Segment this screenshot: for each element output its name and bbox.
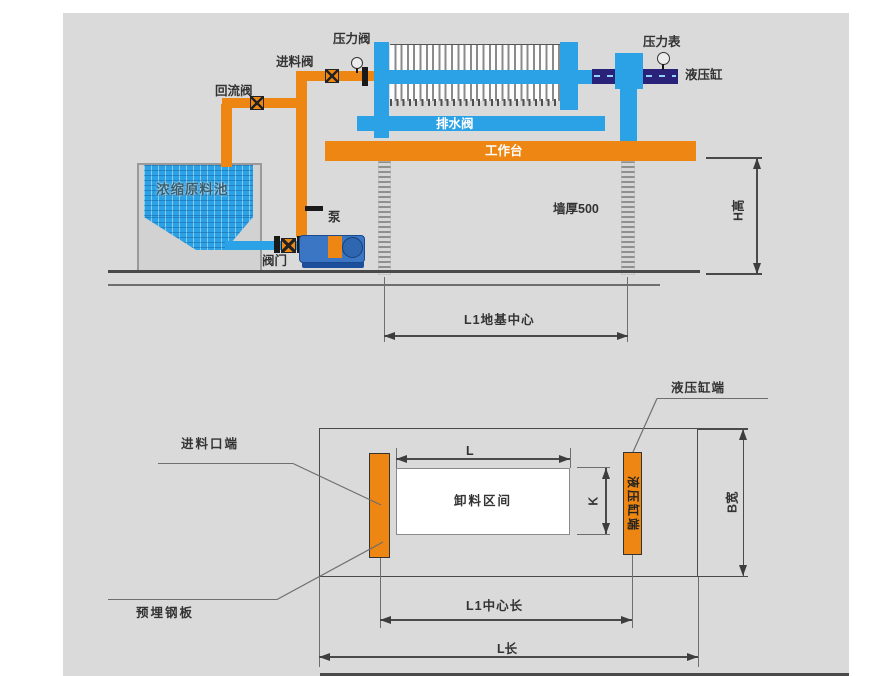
total-len-arrow-right bbox=[687, 653, 698, 661]
return-valve-label: 回流阀 bbox=[215, 84, 253, 98]
plan-top-extension bbox=[698, 428, 748, 430]
embedded-plate-leader bbox=[108, 599, 277, 601]
cylinder-support-block bbox=[615, 53, 643, 89]
ground-line bbox=[108, 270, 700, 273]
foundation-ext-right bbox=[627, 277, 628, 342]
pressure-gauge-stem bbox=[662, 64, 664, 70]
pillar-left bbox=[378, 161, 391, 275]
foundation-center-label: L1地基中心 bbox=[464, 313, 535, 327]
filter-plate-feet bbox=[390, 99, 560, 106]
foundation-ext-left bbox=[384, 277, 385, 342]
h-dim-line bbox=[756, 158, 758, 274]
pump-label: 泵 bbox=[328, 210, 341, 224]
feed-port-end-label: 进料口端 bbox=[181, 437, 240, 451]
b-dim-arrow-down bbox=[739, 565, 747, 576]
foundation-dim-line bbox=[384, 335, 628, 337]
l-dim-tick-right bbox=[569, 448, 571, 468]
suction-valve-icon bbox=[281, 238, 296, 253]
center-len-dim-line bbox=[380, 619, 632, 621]
suction-flange-left bbox=[274, 236, 280, 253]
k-dim-label: K bbox=[586, 496, 601, 506]
k-dim-arrow-down bbox=[602, 523, 610, 534]
total-len-arrow-left bbox=[319, 653, 330, 661]
workbench-bar bbox=[325, 141, 696, 161]
pump-coupling bbox=[328, 236, 342, 258]
cylinder-end-bar-label: 液压缸端 bbox=[625, 475, 640, 532]
cylinder-support-leg bbox=[620, 88, 637, 142]
pump-volute bbox=[342, 237, 363, 258]
drain-pipe-bar bbox=[357, 116, 605, 131]
press-movable-head bbox=[560, 42, 578, 110]
press-side-beam bbox=[388, 70, 592, 84]
b-dim-arrow-up bbox=[739, 429, 747, 440]
feed-valve-label: 进料阀 bbox=[276, 55, 314, 69]
foundation-arrow-left bbox=[384, 332, 395, 340]
cylinder-end-callout-label: 液压缸端 bbox=[671, 381, 726, 395]
tank-liquid bbox=[144, 165, 253, 217]
center-len-ext-right bbox=[631, 555, 633, 628]
cylinder-end-bar: 液压缸端 bbox=[623, 452, 642, 555]
feed-flange bbox=[362, 67, 368, 86]
center-len-arrow-right bbox=[621, 616, 632, 624]
l-dim-label: L bbox=[466, 444, 474, 458]
tank-label: 浓缩原料池 bbox=[156, 182, 229, 197]
center-len-label: L1中心长 bbox=[466, 599, 524, 613]
return-pipe-horizontal bbox=[222, 98, 307, 108]
h-dim-arrow-down bbox=[753, 263, 761, 274]
feed-port-end-leader bbox=[158, 463, 293, 465]
embedded-plate-label: 预埋钢板 bbox=[136, 606, 195, 620]
k-dim-arrow-up bbox=[602, 468, 610, 479]
discharge-area-rect: 卸料区间 bbox=[396, 468, 570, 535]
feed-end-bar bbox=[369, 453, 390, 558]
h-dim-arrow-up bbox=[753, 158, 761, 169]
discharge-area-label: 卸料区间 bbox=[453, 494, 512, 509]
b-dim-label: B宽 bbox=[725, 491, 740, 514]
suction-pipe bbox=[225, 241, 303, 250]
pump-base bbox=[302, 261, 364, 268]
total-len-ext-left bbox=[318, 577, 320, 667]
hydraulic-cylinder-label: 液压缸 bbox=[685, 68, 723, 82]
valve-label: 阀门 bbox=[262, 254, 288, 268]
workbench-label: 工作台 bbox=[485, 144, 523, 158]
l-dim-arrow-right bbox=[559, 455, 570, 463]
total-len-dim-line bbox=[319, 656, 698, 658]
k-dim-tick-bottom bbox=[577, 533, 610, 535]
center-len-arrow-left bbox=[380, 616, 391, 624]
total-len-ext-right bbox=[697, 577, 699, 667]
return-valve-icon bbox=[250, 96, 264, 110]
feed-valve-icon bbox=[325, 69, 339, 83]
pressure-gauge-label: 压力表 bbox=[643, 35, 681, 49]
height-dim-label: H高 bbox=[731, 199, 746, 222]
h-dim-tick-bottom bbox=[706, 273, 762, 275]
foundation-arrow-right bbox=[617, 332, 628, 340]
pillar-right bbox=[621, 161, 635, 275]
k-dim-tick-top bbox=[577, 467, 610, 468]
h-dim-tick-top bbox=[706, 157, 762, 159]
pump-pointer-dash bbox=[305, 206, 323, 211]
cylinder-end-leader bbox=[657, 398, 768, 400]
plan-bottom-extension bbox=[698, 575, 748, 577]
k-dim-line bbox=[605, 468, 607, 534]
l-dim-line bbox=[396, 458, 570, 460]
bottom-cut-line bbox=[320, 673, 849, 676]
b-dim-line bbox=[742, 429, 744, 576]
drain-valve-label: 排水阀 bbox=[436, 117, 474, 131]
total-len-label: L长 bbox=[497, 642, 518, 656]
pressure-valve-label: 压力阀 bbox=[333, 32, 371, 46]
l-dim-arrow-left bbox=[396, 455, 407, 463]
pressure-valve-stem bbox=[356, 68, 358, 73]
feed-pipe-vertical bbox=[296, 76, 307, 237]
press-fixed-head bbox=[374, 42, 389, 138]
wall-thickness-label: 墙厚500 bbox=[553, 202, 599, 216]
return-pipe-vertical bbox=[221, 104, 232, 167]
